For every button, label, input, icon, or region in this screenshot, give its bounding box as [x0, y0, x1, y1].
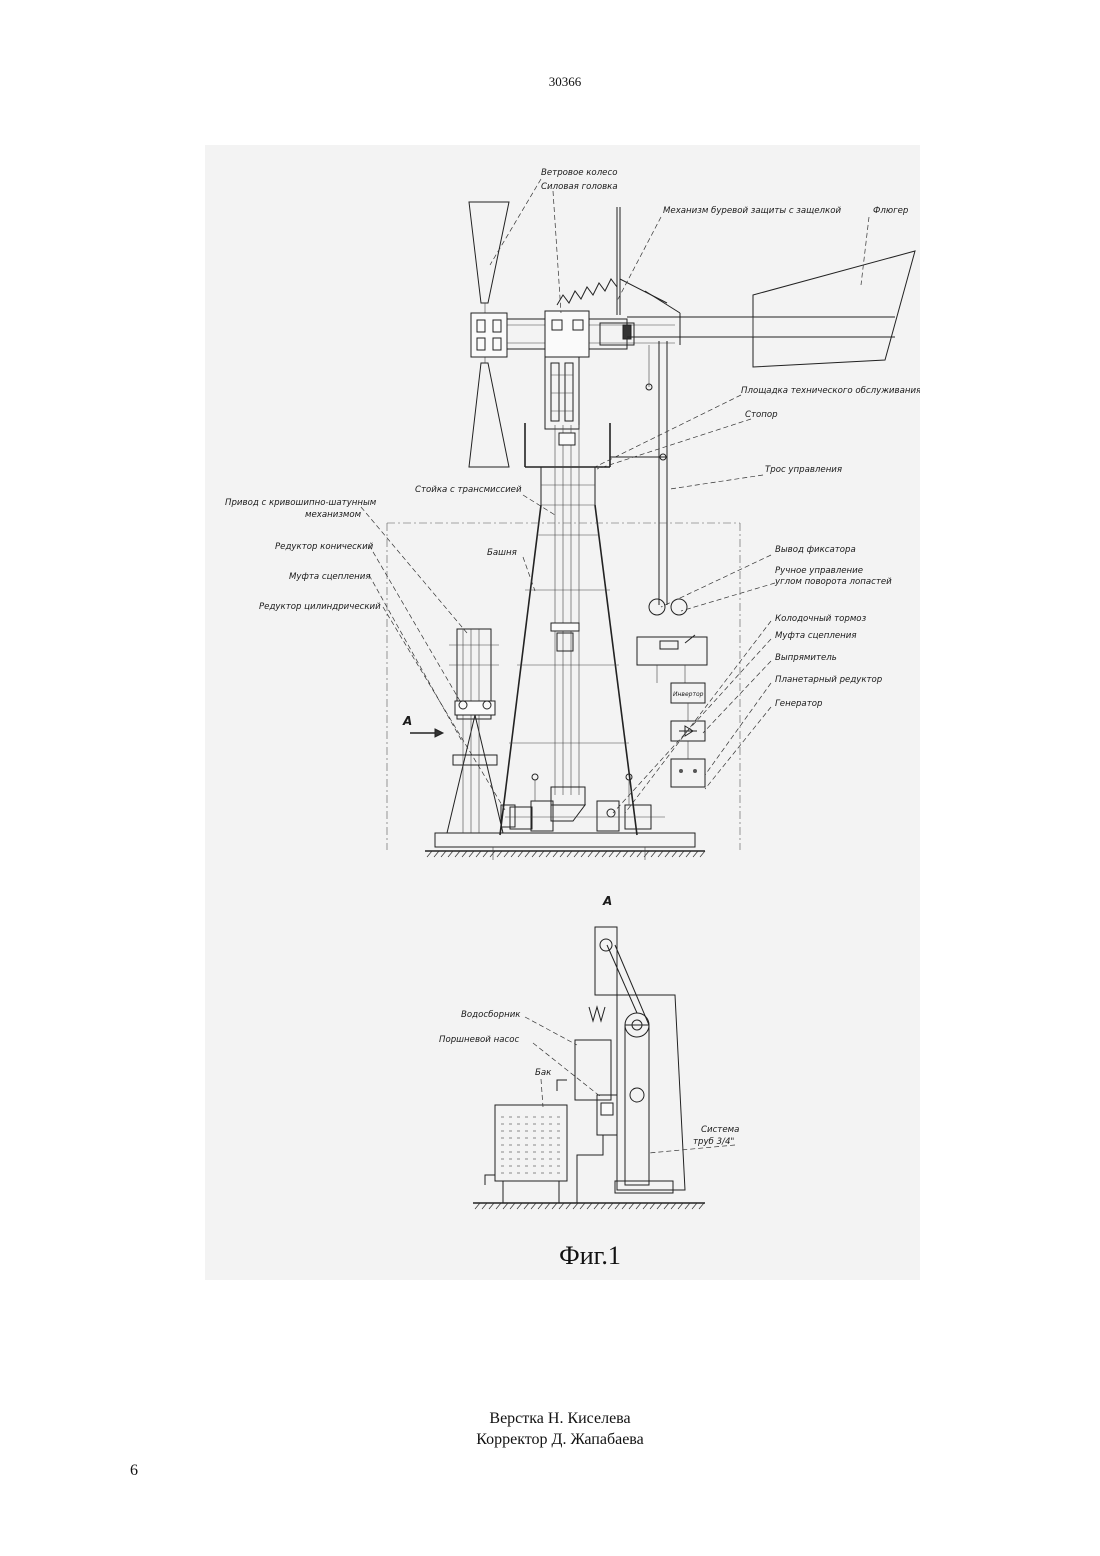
label-vane: Флюгер	[873, 206, 909, 216]
label-crank-drive-2: механизмом	[305, 510, 362, 520]
transmission-stand	[541, 425, 595, 795]
layout-credit: Верстка Н. Киселева	[0, 1408, 1100, 1429]
power-head	[507, 207, 675, 429]
inverter-label: Инвертор	[673, 691, 704, 698]
label-planetary-reducer: Планетарный редуктор	[775, 675, 883, 685]
label-transmission-stand: Стойка с трансмиссией	[415, 485, 522, 495]
electrical-block: Инвертор	[637, 635, 707, 787]
label-stopper: Стопор	[745, 410, 778, 420]
label-latch-output: Вывод фиксатора	[775, 545, 856, 555]
label-bevel-reducer: Редуктор конический	[275, 542, 374, 552]
label-section-arrow: A	[402, 714, 412, 728]
label-piston-pump: Поршневой насос	[439, 1035, 519, 1045]
label-clutch-left: Муфта сцепления	[289, 572, 371, 582]
label-manual-control-1: Ручное управление	[775, 566, 863, 576]
document-number: 30366	[0, 74, 1100, 90]
label-control-cable: Трос управления	[765, 465, 842, 475]
page-number: 6	[130, 1462, 138, 1480]
credits: Верстка Н. Киселева Корректор Д. Жапабае…	[0, 1408, 1100, 1450]
figure-drawing: Инвертор	[205, 145, 920, 1280]
label-wind-wheel: Ветровое колесо	[541, 168, 617, 178]
label-shoe-brake: Колодочный тормоз	[775, 614, 867, 624]
label-clutch-right: Муфта сцепления	[775, 631, 857, 641]
figure-caption: Фиг.1	[0, 1241, 1100, 1271]
label-pipe-system-1: Система	[701, 1125, 739, 1135]
vane	[620, 251, 915, 367]
label-manual-control-2: углом поворота лопастей	[774, 577, 892, 587]
tower	[500, 505, 637, 835]
label-power-head: Силовая головка	[541, 182, 618, 192]
pump-drive	[410, 629, 515, 833]
section-a	[473, 927, 705, 1209]
label-crank-drive-1: Привод с кривошипно-шатунным	[225, 498, 377, 508]
wind-turbine-diagram: Инвертор	[205, 145, 920, 1280]
corrector-credit: Корректор Д. Жапабаева	[0, 1429, 1100, 1450]
label-section-title: A	[602, 894, 612, 908]
label-rectifier: Выпрямитель	[775, 653, 837, 663]
label-pipe-system-2: труб 3/4"	[693, 1137, 734, 1147]
label-tower: Башня	[487, 548, 517, 558]
label-cylindrical-reducer: Редуктор цилиндрический	[259, 602, 381, 612]
wind-wheel	[469, 202, 509, 467]
label-tank: Бак	[535, 1068, 552, 1078]
label-storm-protection: Механизм буревой защиты с защелкой	[663, 206, 841, 216]
label-service-platform: Площадка технического обслуживания	[741, 386, 920, 396]
label-generator: Генератор	[775, 699, 823, 709]
service-platform	[525, 341, 687, 615]
label-water-collector: Водосборник	[461, 1010, 521, 1020]
